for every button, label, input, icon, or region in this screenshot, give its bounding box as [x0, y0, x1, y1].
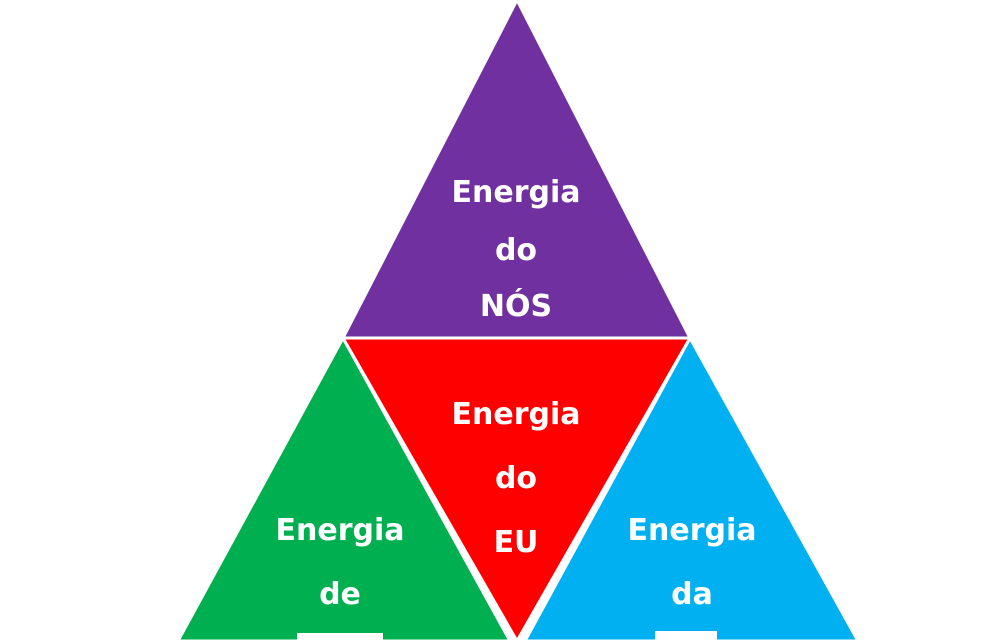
label-center-line2: do: [495, 461, 537, 496]
label-right-line2: da: [671, 577, 713, 612]
label-center: Energia do EU: [452, 397, 581, 560]
left-cutoff-fragment: [297, 633, 383, 641]
label-left-line2: de: [319, 577, 361, 612]
label-top-line3: NÓS: [480, 287, 552, 324]
triangle-energia-da: [523, 336, 860, 641]
triangle-energia-de: [176, 336, 512, 641]
label-left: Energia de: [276, 513, 405, 612]
label-right: Energia da: [628, 513, 757, 612]
right-cutoff-fragment: [655, 631, 717, 641]
cut-off-text-fragments: [297, 631, 717, 641]
label-left-line1: Energia: [276, 513, 405, 548]
label-right-line1: Energia: [628, 513, 757, 548]
label-top-line1: Energia: [452, 175, 581, 210]
triangle-energia-do-nos: [341, 0, 692, 340]
label-top: Energia do NÓS: [452, 175, 581, 324]
label-top-line2: do: [495, 233, 537, 268]
label-center-line1: Energia: [452, 397, 581, 432]
label-center-line3: EU: [494, 525, 539, 560]
